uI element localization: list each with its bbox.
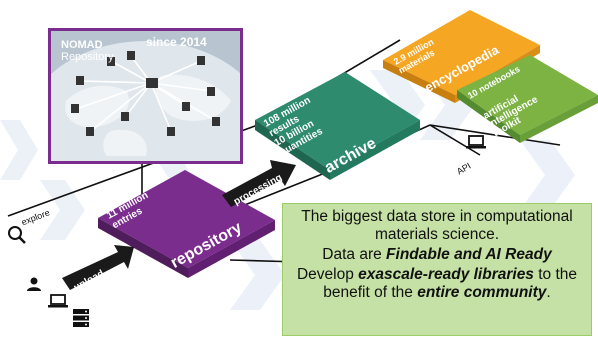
laptop-icon: [48, 294, 68, 308]
info-line-3: Develop exascale-ready libraries to the …: [283, 266, 591, 302]
encyclopedia-block: [383, 10, 540, 95]
nomad-repository-panel: NOMAD Repository since 2014: [48, 28, 243, 164]
nomad-subtitle: Repository: [61, 51, 114, 63]
upload-arrow: [62, 245, 134, 290]
server-icon: [73, 309, 89, 327]
nomad-since: since 2014: [146, 35, 207, 49]
info-line-2-prefix: Data are: [322, 246, 387, 263]
info-box: The biggest data store in computational …: [282, 203, 592, 336]
nomad-title: NOMAD: [61, 39, 103, 51]
archive-block: [255, 72, 420, 170]
info-line-2: Data are Findable and AI Ready: [283, 246, 591, 264]
info-line-3-emphasis: exascale-ready libraries: [358, 266, 534, 283]
api-laptop-icon: [466, 135, 486, 149]
user-icon: [27, 277, 41, 291]
info-line-3-prefix: Develop: [296, 266, 359, 283]
info-line-3-suffix: .: [546, 284, 551, 301]
repository-block: [98, 170, 275, 268]
processing-arrow: [222, 160, 296, 207]
ai-toolkit-block: [457, 55, 598, 135]
info-line-3-emphasis-2: entire community: [417, 284, 547, 301]
info-line-3-mid: to the benefit of the: [323, 266, 578, 301]
info-line-1: The biggest data store in computational …: [301, 208, 573, 243]
info-line-2-emphasis: Findable and AI Ready: [386, 246, 552, 263]
search-icon: [8, 226, 26, 244]
world-map-graphic: [51, 31, 240, 161]
